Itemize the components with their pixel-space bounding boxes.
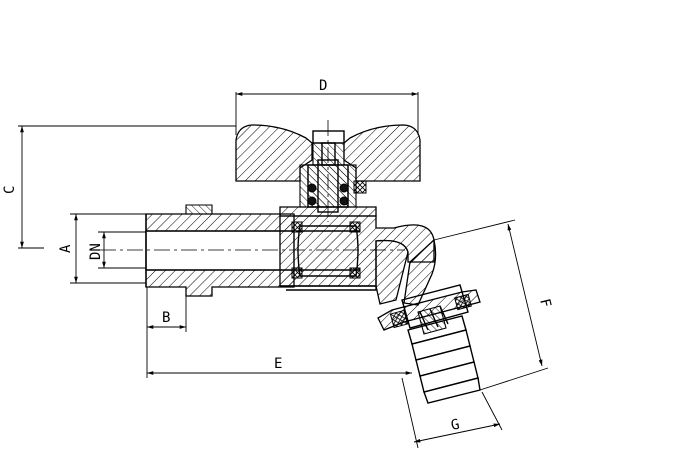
dim-label-B: B	[162, 310, 170, 326]
dim-label-E: E	[274, 356, 282, 372]
dimension-G: G	[401, 377, 503, 449]
dimension-A: A	[58, 213, 146, 284]
handle	[235, 124, 421, 194]
spout	[375, 238, 481, 404]
dimension-E: E	[146, 332, 412, 378]
dimension-F: F	[433, 219, 554, 391]
dimension-D: D	[235, 78, 419, 135]
dim-label-DN: DN	[88, 243, 104, 260]
dim-label-D: D	[319, 78, 327, 94]
stem-bonnet	[279, 159, 377, 217]
dim-label-G: G	[450, 417, 462, 434]
dimension-DN: DN	[88, 231, 146, 269]
dim-label-F: F	[536, 297, 554, 309]
dimension-C: C	[2, 125, 236, 249]
dimension-B: B	[146, 287, 187, 332]
center-lines	[100, 120, 405, 251]
dim-label-A: A	[58, 244, 74, 253]
dim-label-C: C	[2, 186, 18, 194]
